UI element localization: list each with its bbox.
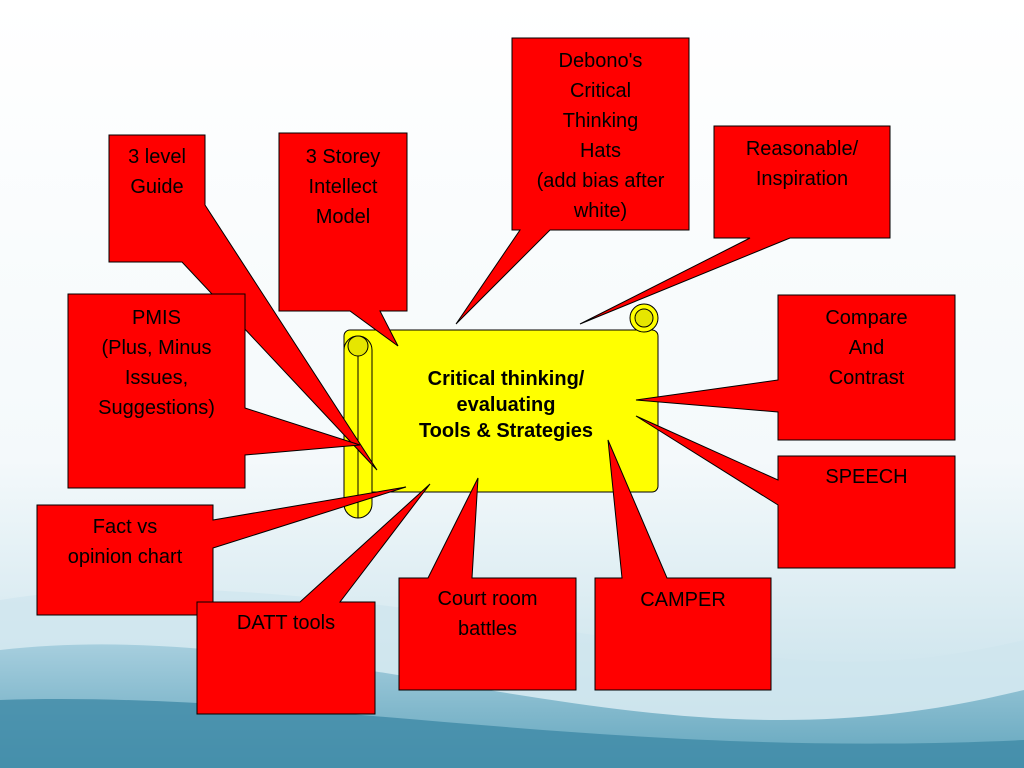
callout-shape-camper — [594, 439, 772, 691]
callout-compare: Compare And Contrast — [825, 307, 908, 389]
callout-shape-speech — [635, 415, 956, 569]
callout-shape-pmis — [67, 293, 361, 489]
callout-shape-reasonable — [579, 125, 891, 325]
callout-shape-compare — [635, 294, 956, 441]
callout-speech: SPEECH — [825, 466, 908, 488]
center-label: Critical thinking/ evaluating Tools & St… — [418, 368, 594, 442]
callout-shape-fact — [36, 486, 407, 616]
callout-shape-datt — [196, 483, 431, 715]
callout-datt: DATT tools — [236, 612, 336, 634]
callout-three-level: 3 level Guide — [128, 146, 186, 198]
callout-camper: CAMPER — [640, 589, 726, 611]
callout-debono: Debono's Critical Thinking Hats (add bia… — [536, 50, 665, 222]
callout-shape-court — [398, 477, 577, 691]
callout-court: Court room battles — [437, 588, 538, 640]
callout-fact: Fact vs opinion chart — [67, 516, 183, 568]
callout-shape-three-storey — [278, 132, 408, 347]
callout-pmis: PMIS (Plus, Minus Issues, Suggestions) — [98, 307, 215, 419]
callout-three-storey: 3 Storey Intellect Model — [305, 146, 381, 228]
callout-shape-debono — [455, 37, 690, 325]
callout-reasonable: Reasonable/ Inspiration — [745, 138, 859, 190]
scroll-shape — [343, 303, 659, 519]
